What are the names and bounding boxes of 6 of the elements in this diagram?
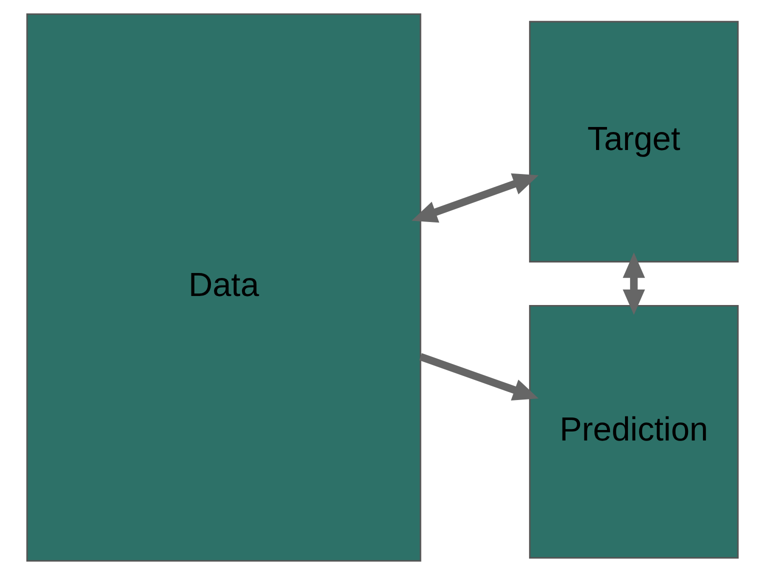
arrow bbox=[412, 173, 539, 223]
arrow bbox=[622, 252, 645, 315]
node-box: Target bbox=[529, 20, 739, 262]
node-box: Data bbox=[26, 13, 422, 562]
arrow bbox=[419, 353, 539, 401]
node-box: Prediction bbox=[529, 304, 739, 559]
